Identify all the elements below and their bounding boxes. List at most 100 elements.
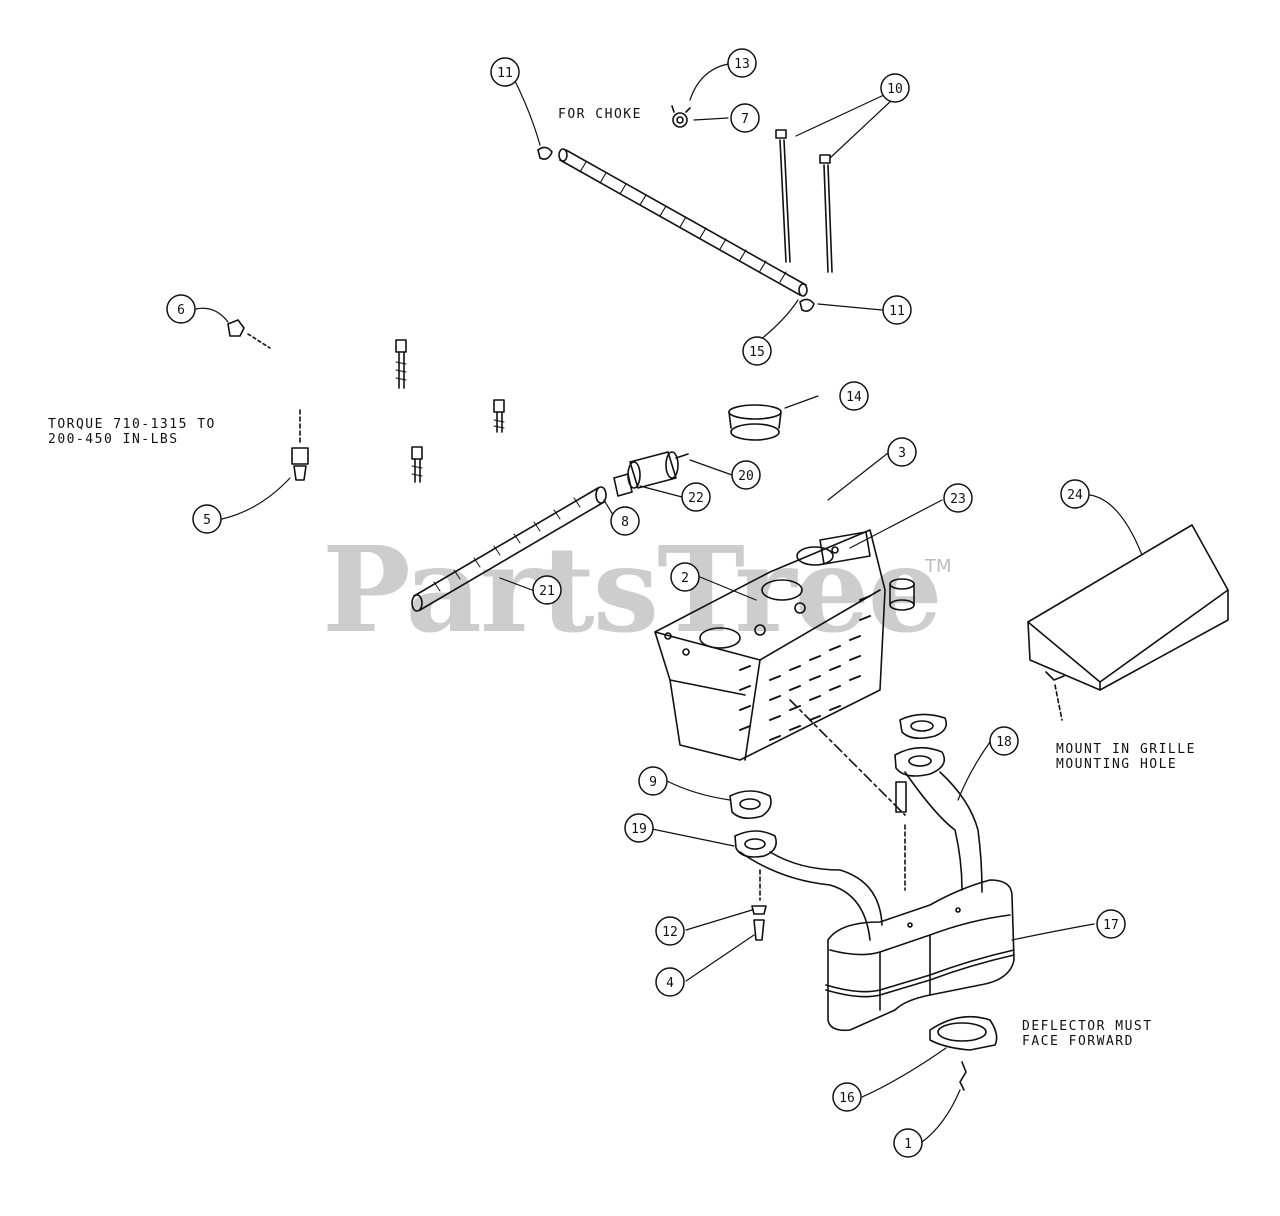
callout-label: 17 <box>1103 918 1119 933</box>
callout-6: 6 <box>166 294 196 324</box>
note-mount-line1: MOUNT IN GRILLE <box>1056 742 1196 757</box>
callout-label: 24 <box>1067 488 1083 503</box>
callout-circle <box>532 575 562 605</box>
callout-label: 19 <box>631 822 647 837</box>
callout-circle <box>192 504 222 534</box>
callout-circle <box>731 460 761 490</box>
callout-15: 15 <box>742 336 772 366</box>
callout-2: 2 <box>670 562 700 592</box>
grille-cover <box>1027 524 1229 721</box>
callout-label: 12 <box>662 925 678 940</box>
callout-17: 17 <box>1096 909 1126 939</box>
callout-label: 2 <box>681 571 689 586</box>
callout-10: 10 <box>880 73 910 103</box>
callout-circle <box>638 766 668 796</box>
note-for-choke: FOR CHOKE <box>558 107 642 122</box>
callout-23: 23 <box>943 483 973 513</box>
callout-21: 21 <box>532 575 562 605</box>
callout-circle <box>166 294 196 324</box>
callout-19: 19 <box>624 813 654 843</box>
callout-label: 3 <box>898 446 906 461</box>
leader-lines <box>195 63 1143 1143</box>
gasket-9 <box>729 790 772 820</box>
note-mount-line2: MOUNTING HOLE <box>1056 757 1178 772</box>
callout-5: 5 <box>192 504 222 534</box>
callout-circle <box>742 336 772 366</box>
callout-14: 14 <box>839 381 869 411</box>
callout-circle <box>681 482 711 512</box>
heat-shield <box>654 529 915 761</box>
callout-circle <box>943 483 973 513</box>
callout-12: 12 <box>655 916 685 946</box>
hose-clamp-top <box>537 146 553 160</box>
centerline-shield <box>789 699 906 816</box>
bolts-group <box>395 339 505 483</box>
callout-label: 20 <box>738 469 754 484</box>
choke-fitting <box>671 105 691 128</box>
callout-circle <box>989 726 1019 756</box>
callout-circle <box>490 57 520 87</box>
exhaust-pipe-18 <box>894 746 983 893</box>
callout-label: 21 <box>539 584 555 599</box>
exhaust-pipe-19 <box>734 830 883 941</box>
callout-circle <box>670 562 700 592</box>
callout-label: 4 <box>666 976 674 991</box>
callout-label: 10 <box>887 82 903 97</box>
callout-circle <box>880 73 910 103</box>
hose-clamp-lower <box>799 298 815 312</box>
callout-13: 13 <box>727 48 757 78</box>
callout-label: 5 <box>203 513 211 528</box>
hose-21 <box>411 486 607 612</box>
callout-circle <box>839 381 869 411</box>
callout-label: 13 <box>734 57 750 72</box>
callout-label: 1 <box>904 1137 912 1152</box>
callout-circle <box>655 967 685 997</box>
callout-18: 18 <box>989 726 1019 756</box>
bolt-5 <box>291 409 309 481</box>
callout-label: 14 <box>846 390 862 405</box>
callout-circle <box>882 295 912 325</box>
callout-22: 22 <box>681 482 711 512</box>
callout-11: 11 <box>490 57 520 87</box>
callout-circle <box>727 48 757 78</box>
callout-circle <box>887 437 917 467</box>
callout-circle <box>1096 909 1126 939</box>
callout-7: 7 <box>730 103 760 133</box>
note-torque-line1: TORQUE 710-1315 TO <box>48 417 216 432</box>
note-torque-line2: 200-450 IN-LBS <box>48 432 179 447</box>
callout-label: 18 <box>996 735 1012 750</box>
callout-4: 4 <box>655 967 685 997</box>
nut-6 <box>227 319 271 349</box>
callout-3: 3 <box>887 437 917 467</box>
note-deflector-line2: FACE FORWARD <box>1022 1034 1134 1049</box>
callout-label: 6 <box>177 303 185 318</box>
valve-assembly <box>613 451 689 497</box>
choke-tube <box>558 148 808 297</box>
callout-label: 22 <box>688 491 704 506</box>
callout-circle <box>730 103 760 133</box>
callout-label: 7 <box>741 112 749 127</box>
callout-11: 11 <box>882 295 912 325</box>
callout-circle <box>624 813 654 843</box>
callout-1: 1 <box>893 1128 923 1158</box>
callout-circle <box>610 506 640 536</box>
callout-24: 24 <box>1060 479 1090 509</box>
callout-circle <box>832 1082 862 1112</box>
callout-label: 16 <box>839 1091 855 1106</box>
callout-circle <box>893 1128 923 1158</box>
callout-label: 15 <box>749 345 765 360</box>
deflector <box>929 1015 998 1091</box>
callout-9: 9 <box>638 766 668 796</box>
trademark-mark: TM <box>925 556 952 577</box>
spark-arrestor <box>728 404 782 441</box>
callout-8: 8 <box>610 506 640 536</box>
callout-label: 11 <box>889 304 905 319</box>
studs <box>751 781 907 941</box>
callout-circle <box>1060 479 1090 509</box>
note-deflector-line1: DEFLECTOR MUST <box>1022 1019 1153 1034</box>
gasket-upper <box>899 713 948 740</box>
callout-label: 23 <box>950 492 966 507</box>
